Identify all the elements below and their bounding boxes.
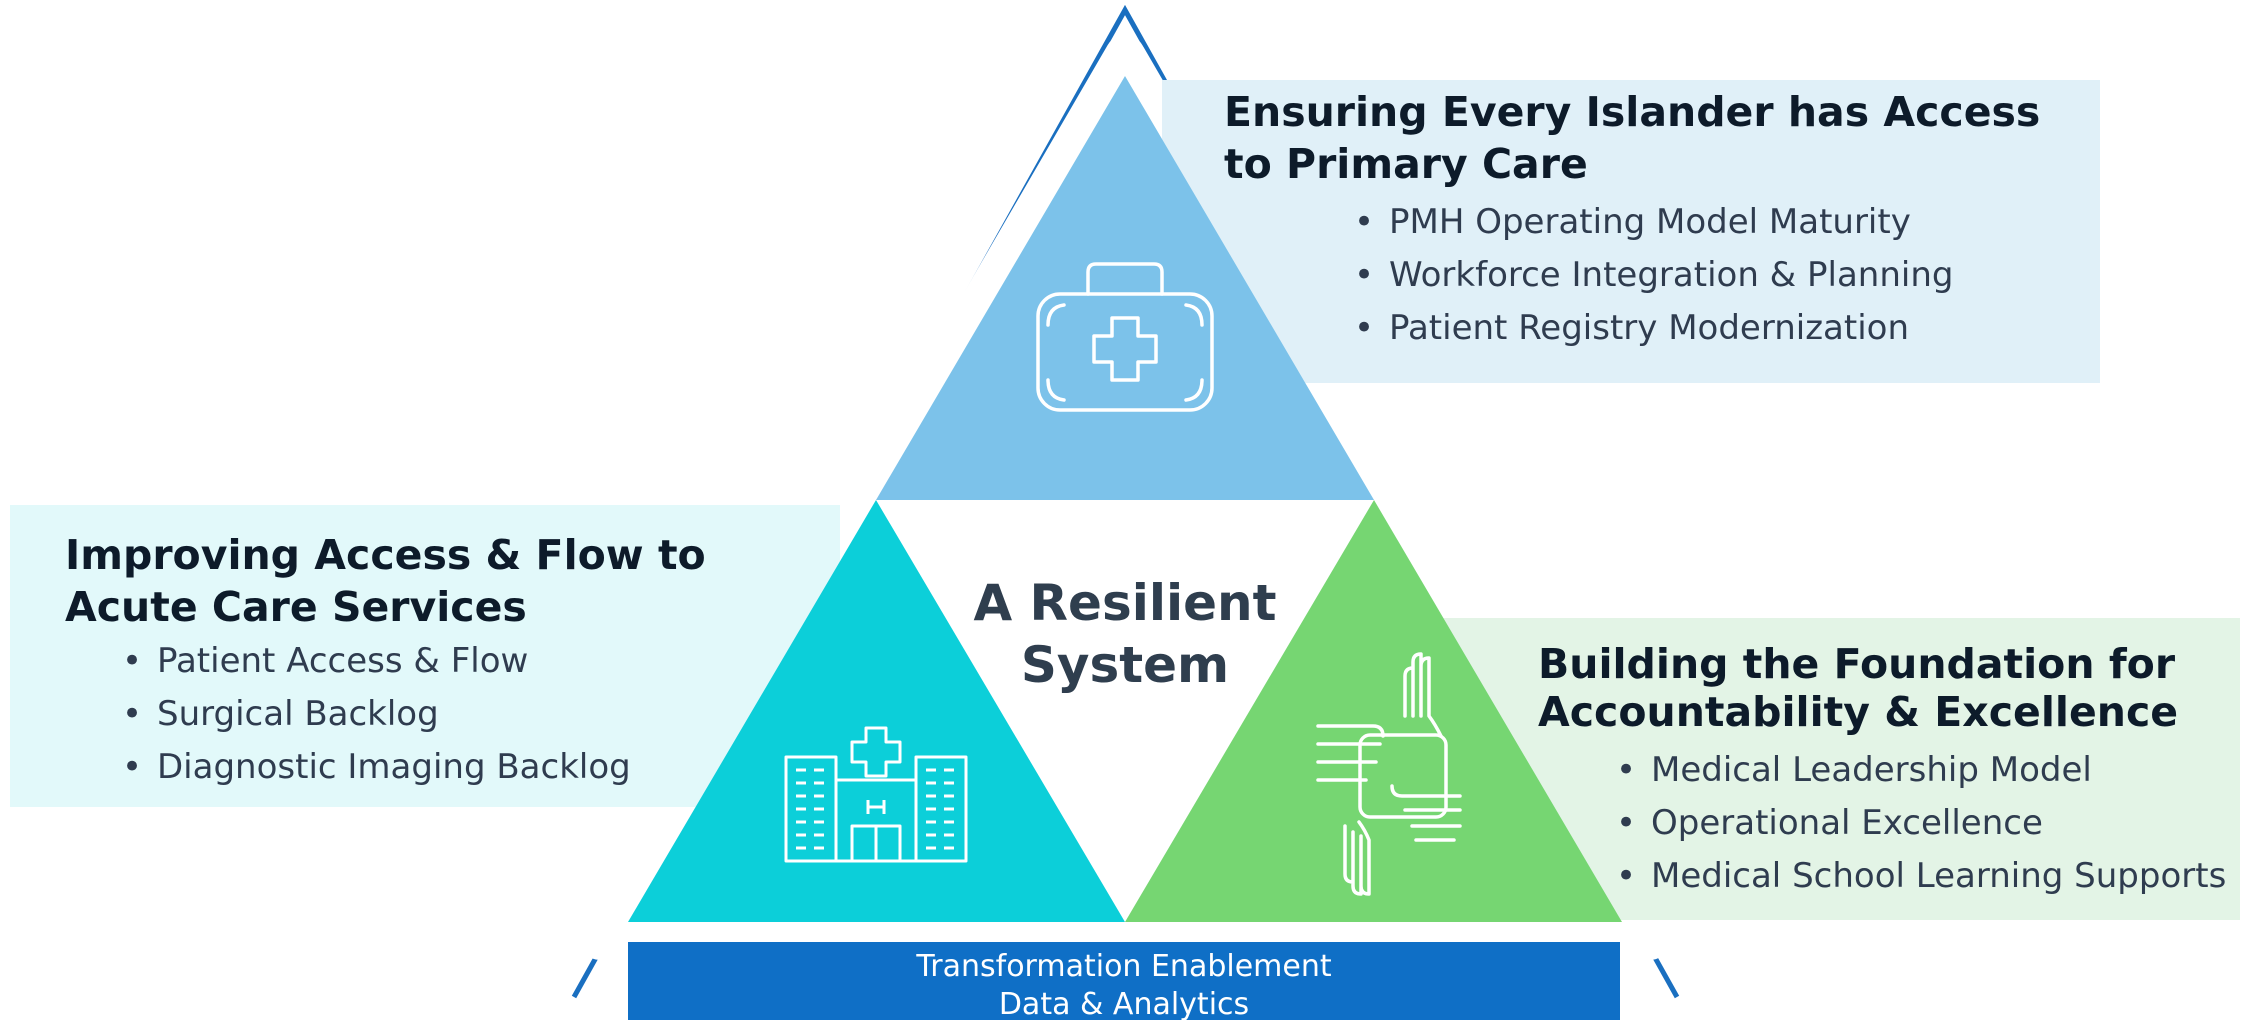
acute-care-panel: Improving Access & Flow to Acute Care Se…: [10, 505, 840, 807]
joined-hands-icon: [1316, 652, 1462, 896]
base-bar: Transformation Enablement Data & Analyti…: [628, 942, 1620, 1022]
acute-care-triangle: [628, 500, 1125, 922]
foundation-panel: Building the Foundation for Accountabili…: [1398, 618, 2240, 920]
primary-care-triangle: [876, 76, 1374, 500]
center-label-line1: A Resilient: [973, 574, 1277, 632]
list-item: Operational Excellence: [1616, 797, 2226, 850]
primary-care-title: Ensuring Every Islander has Access to Pr…: [1224, 88, 2041, 188]
list-item: Workforce Integration & Planning: [1354, 249, 1953, 302]
primary-care-list: PMH Operating Model Maturity Workforce I…: [1354, 196, 1953, 355]
center-label-line2: System: [1020, 636, 1230, 694]
base-bar-line1: Transformation Enablement: [916, 949, 1332, 984]
hospital-icon: [784, 726, 968, 863]
list-item: Diagnostic Imaging Backlog: [122, 741, 631, 794]
list-item: Medical Leadership Model: [1616, 744, 2226, 797]
list-item: Patient Registry Modernization: [1354, 302, 1953, 355]
primary-care-panel: Ensuring Every Islander has Access to Pr…: [1162, 80, 2100, 383]
list-item: Patient Access & Flow: [122, 635, 631, 688]
acute-care-title: Improving Access & Flow to Acute Care Se…: [65, 531, 706, 631]
list-item: Medical School Learning Supports: [1616, 850, 2226, 903]
list-item: Surgical Backlog: [122, 688, 631, 741]
acute-care-list: Patient Access & Flow Surgical Backlog D…: [122, 635, 631, 794]
foundation-list: Medical Leadership Model Operational Exc…: [1616, 744, 2226, 903]
foundation-triangle: [1125, 500, 1622, 922]
medical-kit-icon: [1036, 262, 1214, 412]
center-label: A Resilient System: [940, 572, 1310, 696]
foundation-title: Building the Foundation for Accountabili…: [1538, 640, 2179, 736]
list-item: PMH Operating Model Maturity: [1354, 196, 1953, 249]
base-bar-line2: Data & Analytics: [998, 987, 1250, 1022]
